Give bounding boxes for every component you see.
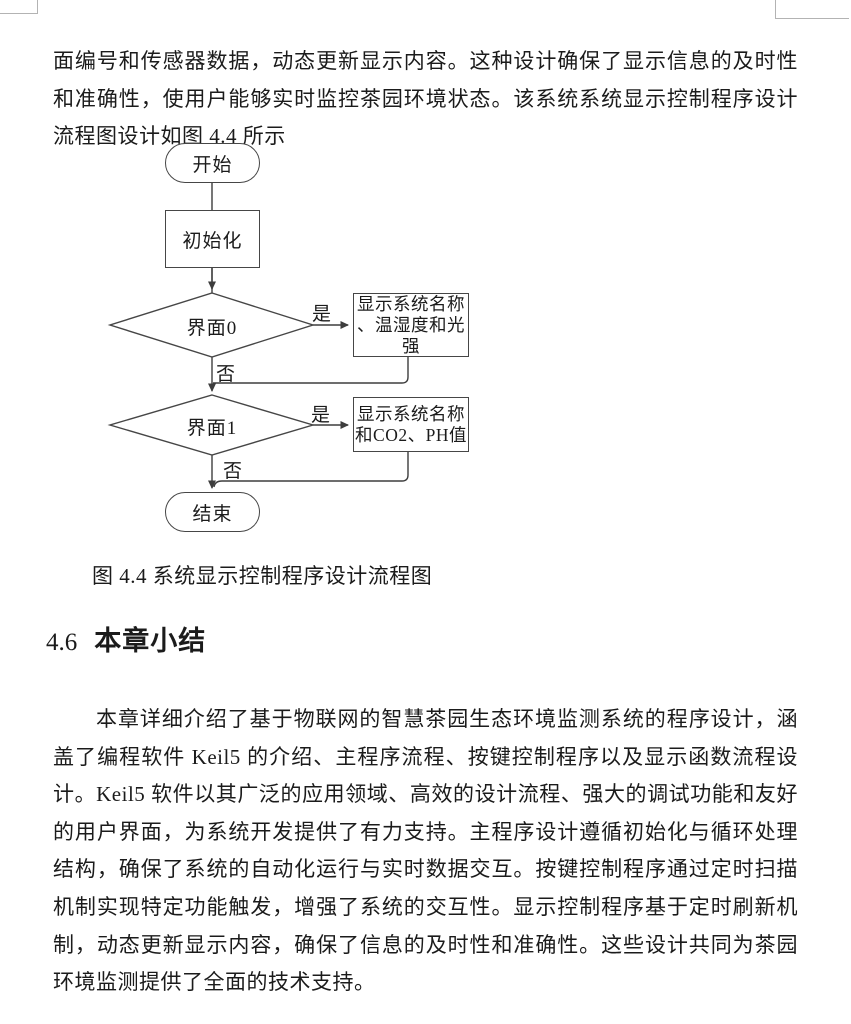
branch-label-no-1: 否 [223,461,243,482]
flow-node-box1-line1: 显示系统名称 [357,403,465,424]
paragraph-top: 面编号和传感器数据，动态更新显示内容。这种设计确保了显示信息的及时性和准确性，使… [53,49,798,149]
flowchart: 开始 初始化 界面0 界面1 是 是 否 否 显示系统名称 、温湿度和光 强 显… [0,140,500,540]
section-heading: 4.6 本章小结 [46,619,206,658]
flow-node-init-label: 初始化 [182,230,243,252]
decision1-diamond [107,394,316,456]
flow-node-box0-line3: 强 [402,335,420,356]
connector-box1-return [213,452,409,488]
section-number: 4.6 [46,629,78,656]
section-title: 本章小结 [94,626,207,656]
figure-caption: 图 4.4 系统显示控制程序设计流程图 [92,564,433,588]
flow-node-display-co2-ph: 显示系统名称 和CO2、PH值 [353,397,469,452]
branch-label-no-0: 否 [216,364,236,385]
flow-node-decision0-label: 界面0 [186,318,238,339]
flow-node-end: 结束 [165,492,260,532]
flow-node-box0-line2: 、温湿度和光 [357,314,465,335]
flow-node-end-label: 结束 [192,503,233,525]
decision0-diamond [107,292,316,358]
text-boundary-mark-top-right [775,0,849,19]
connector-box0-return [213,357,409,384]
flow-node-display-temp-humidity-light: 显示系统名称 、温湿度和光 强 [353,293,469,357]
flow-node-decision1-label: 界面1 [186,418,238,439]
flowchart-lines [107,183,409,489]
flow-node-start: 开始 [165,143,260,183]
flow-node-init: 初始化 [165,210,260,268]
flow-node-box1-line2: 和CO2、PH值 [355,424,467,445]
flow-node-start-label: 开始 [192,154,233,176]
branch-label-yes-1: 是 [311,405,331,426]
text-boundary-mark-top-left [0,0,38,14]
flow-node-box0-line1: 显示系统名称 [357,293,465,314]
branch-label-yes-0: 是 [312,304,332,325]
paragraph-body: 本章详细介绍了基于物联网的智慧茶园生态环境监测系统的程序设计，涵盖了编程软件 K… [53,707,798,995]
